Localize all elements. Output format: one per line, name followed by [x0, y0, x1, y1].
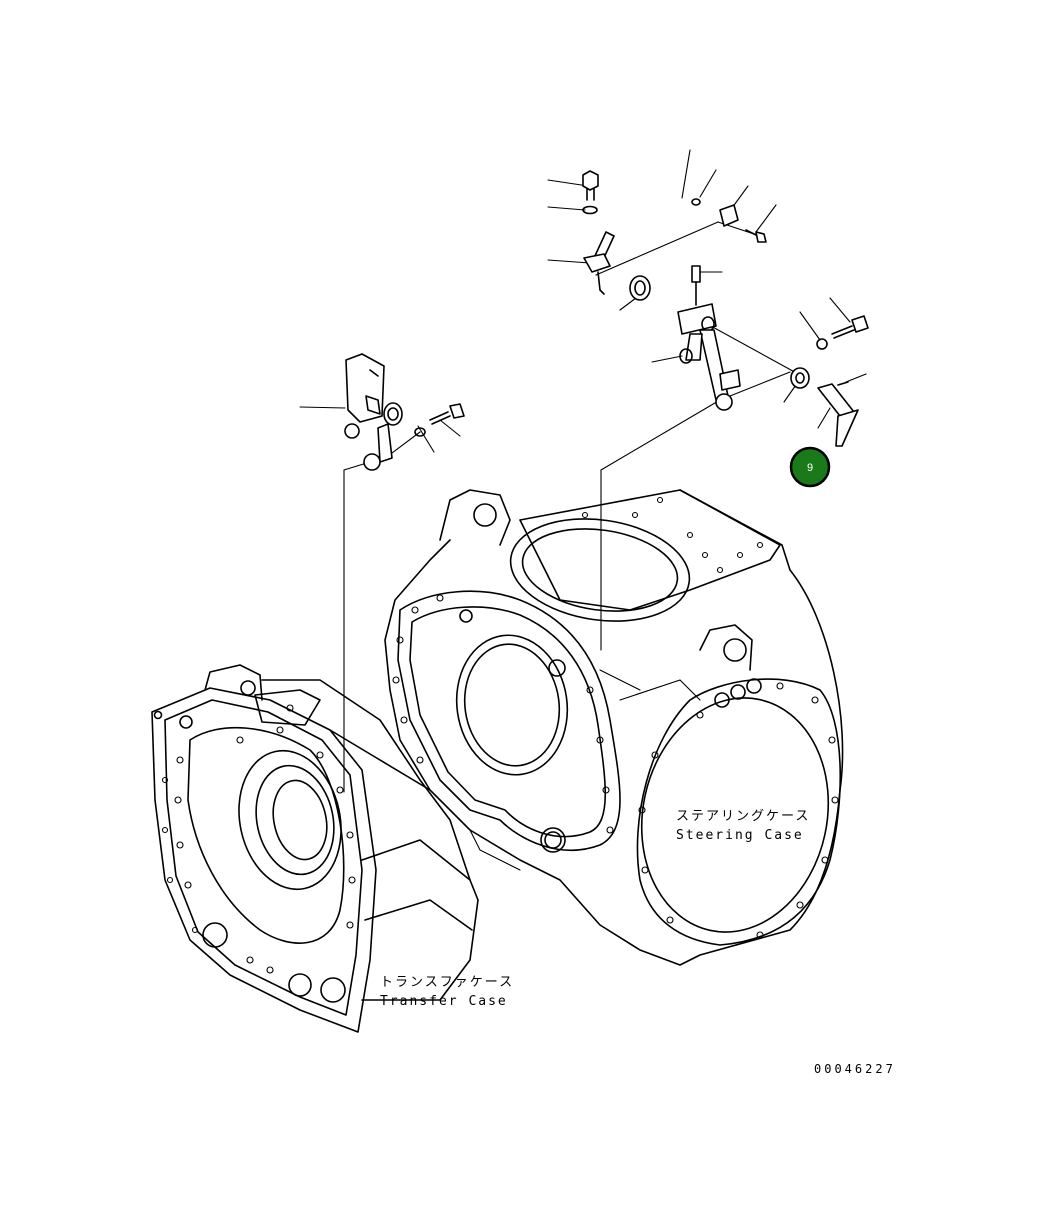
- steering-case-label-en: Steering Case: [676, 828, 804, 843]
- transfer-case-label-jp: トランスファケース: [380, 975, 514, 990]
- steering-case: [384, 489, 844, 966]
- drawing-number: 00046227: [814, 1062, 896, 1076]
- leader-lines: [299, 149, 867, 793]
- badge-number: 9: [807, 462, 813, 474]
- transfer-case: [151, 664, 479, 1033]
- linkage-parts: [582, 170, 869, 447]
- bracket-parts: [344, 353, 465, 471]
- badge-circle[interactable]: [789, 446, 831, 488]
- position-badge[interactable]: 9: [789, 446, 831, 488]
- transfer-case-label-en: Transfer Case: [380, 994, 508, 1009]
- steering-case-label-jp: ステアリングケース: [676, 809, 810, 824]
